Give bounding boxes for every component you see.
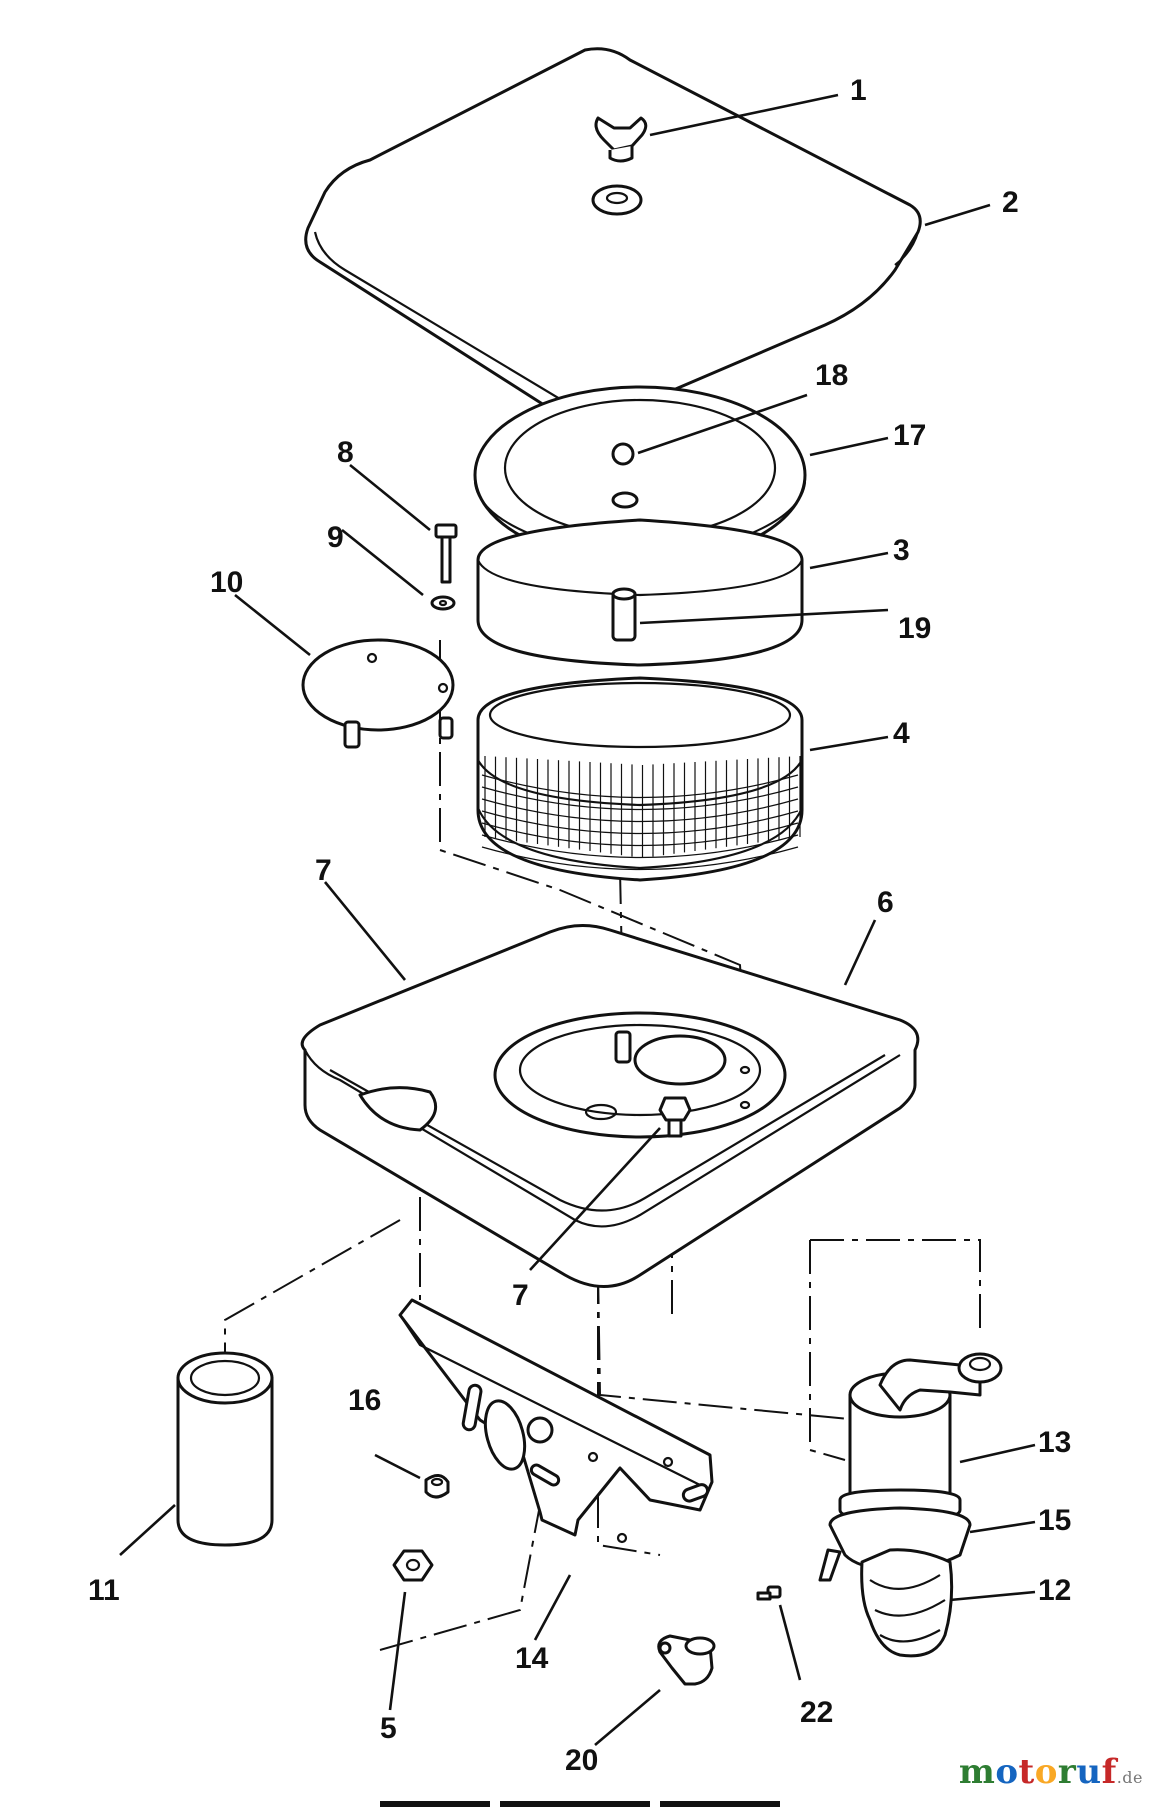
filter-element [476,676,804,882]
callout-19: 19 [898,612,931,645]
callout-7-lower: 7 [512,1279,529,1312]
watermark-letter: u [1076,1752,1102,1792]
mounting-plate [301,638,455,749]
callout-1: 1 [850,74,867,107]
motoruf-watermark: motoruf.de [959,1752,1143,1792]
callout-labels: 1 2 18 17 8 9 3 19 10 4 7 6 7 16 13 15 1… [88,74,1071,1777]
support-bracket [398,1298,714,1544]
callout-6: 6 [877,886,894,919]
callout-5: 5 [380,1712,397,1745]
callout-9: 9 [327,521,344,554]
callout-2: 2 [1002,186,1019,219]
callout-18: 18 [815,359,848,392]
callout-12: 12 [1038,1574,1071,1607]
air-cleaner-cover [304,47,922,423]
watermark-letter: r [1057,1752,1077,1792]
callout-16: 16 [348,1384,381,1417]
callout-10: 10 [210,566,243,599]
callout-15: 15 [1038,1504,1071,1537]
callout-17: 17 [893,419,926,452]
screw-22 [756,1585,782,1601]
watermark-letter: o [1034,1752,1058,1792]
callout-22: 22 [800,1696,833,1729]
watermark-letter: t [1018,1752,1035,1792]
breather-tube [176,1351,274,1547]
filter-mesh [481,756,801,871]
leader-lines [119,93,1036,1746]
fuel-filter-assembly [818,1352,1003,1658]
bottom-bar [380,1794,800,1807]
callout-20: 20 [565,1744,598,1777]
nut-5 [392,1549,434,1582]
callout-13: 13 [1038,1426,1071,1459]
element-cover [473,385,807,565]
callout-11: 11 [88,1574,120,1607]
watermark-tld: .de [1116,1768,1143,1787]
watermark-letter: o [995,1752,1019,1792]
pre-cleaner [476,518,804,667]
watermark-letter: m [958,1752,996,1792]
bolt-and-washer [430,523,458,611]
air-cleaner-base [300,924,920,1288]
wing-nut [594,116,648,163]
callout-7-upper: 7 [315,854,332,887]
clamp [657,1634,716,1686]
watermark-letters: motoruf [959,1752,1117,1792]
watermark-letter: f [1101,1752,1117,1792]
callout-14: 14 [515,1642,549,1675]
callout-4: 4 [893,717,910,750]
callout-8: 8 [337,436,354,469]
nut-16 [424,1474,450,1499]
callout-3: 3 [893,534,910,567]
